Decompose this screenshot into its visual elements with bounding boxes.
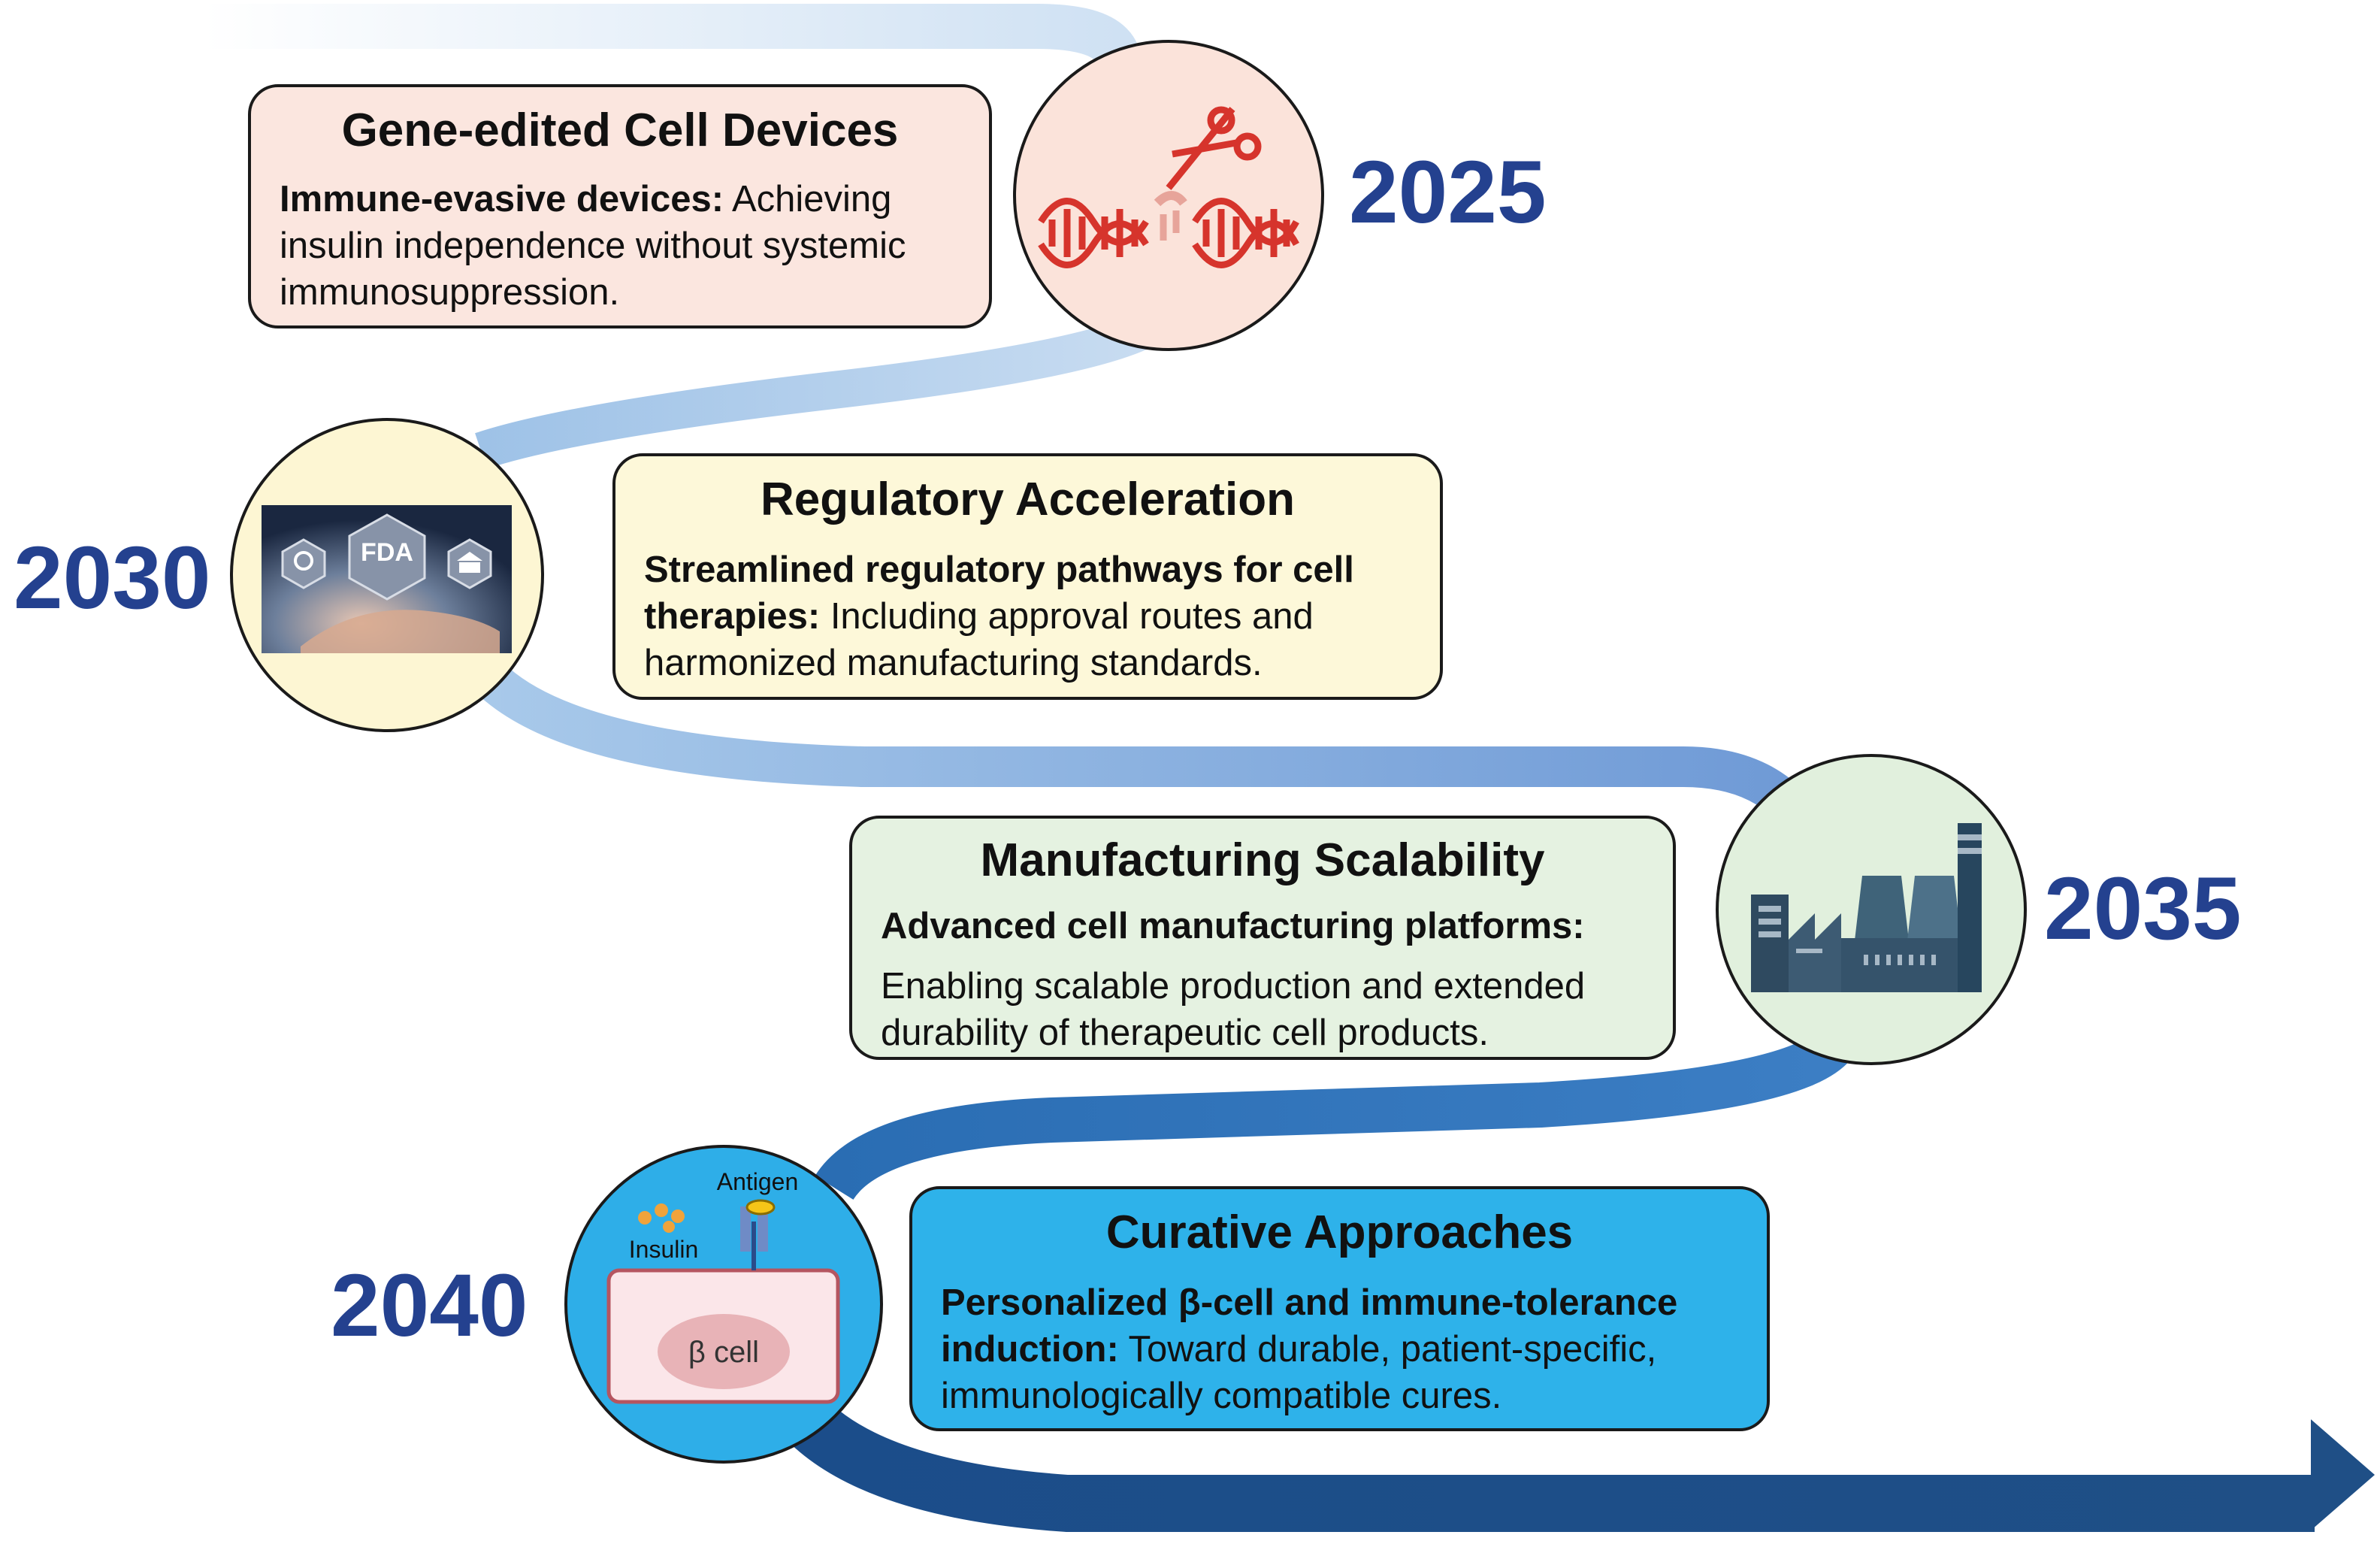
year-2025: 2025 xyxy=(1349,143,1547,242)
arrowhead xyxy=(2311,1419,2375,1530)
milestone-description: Advanced cell manufacturing platforms: E… xyxy=(881,903,1662,1056)
milestone-text: Enabling scalable production and extende… xyxy=(881,966,1586,1053)
path-segment-2025-2030 xyxy=(475,310,1160,469)
circle-2030: FDA xyxy=(230,418,544,732)
milestone-title: Curative Approaches xyxy=(1105,1206,1574,1258)
year-2030: 2030 xyxy=(14,528,211,628)
milestone-lead: Streamlined regulatory pathways for cell… xyxy=(644,549,1354,637)
milestone-lead: Personalized β-cell and immune-tolerance… xyxy=(941,1282,1678,1370)
milestone-description: Personalized β-cell and immune-tolerance… xyxy=(941,1279,1752,1419)
milestone-card-2040: Curative Approaches Personalized β-cell … xyxy=(909,1186,1770,1431)
circle-2035 xyxy=(1716,754,2027,1065)
milestone-text: Achieving insulin independence without s… xyxy=(280,179,906,313)
milestone-text: Toward durable, patient-specific, immuno… xyxy=(941,1329,1657,1416)
factory-icon xyxy=(1751,823,1982,992)
milestone-card-2035: Manufacturing Scalability Advanced cell … xyxy=(849,816,1676,1060)
milestone-card-2030: Regulatory Acceleration Streamlined regu… xyxy=(612,453,1443,700)
beta-cell-icon: Antigen Insulin β cell xyxy=(606,1168,840,1404)
milestone-text: Including approval routes and harmonized… xyxy=(644,596,1314,683)
fda-label: FDA xyxy=(361,538,413,567)
path-segment-2030-2035 xyxy=(473,661,1804,819)
beta-cell-label: β cell xyxy=(688,1336,759,1369)
dna-scissors-icon xyxy=(1038,106,1299,268)
year-2035: 2035 xyxy=(2044,859,2242,958)
year-2040: 2040 xyxy=(331,1256,528,1355)
milestone-title: Regulatory Acceleration xyxy=(761,474,1295,525)
path-segment-2035-2040 xyxy=(815,1029,1852,1201)
milestone-lead: Immune-evasive devices: xyxy=(280,179,724,219)
milestone-title: Manufacturing Scalability xyxy=(980,834,1545,886)
milestone-description: Streamlined regulatory pathways for cell… xyxy=(644,546,1426,686)
fda-approval-icon: FDA xyxy=(262,505,512,653)
antigen-label: Antigen xyxy=(717,1168,799,1195)
milestone-card-2025: Gene-edited Cell Devices Immune-evasive … xyxy=(248,84,992,328)
circle-2040: Antigen Insulin β cell xyxy=(564,1145,883,1464)
circle-2025 xyxy=(1013,40,1324,351)
milestone-lead: Advanced cell manufacturing platforms: xyxy=(881,906,1585,946)
insulin-label: Insulin xyxy=(629,1236,699,1263)
milestone-description: Immune-evasive devices: Achieving insuli… xyxy=(280,176,971,316)
milestone-title: Gene-edited Cell Devices xyxy=(341,104,899,156)
